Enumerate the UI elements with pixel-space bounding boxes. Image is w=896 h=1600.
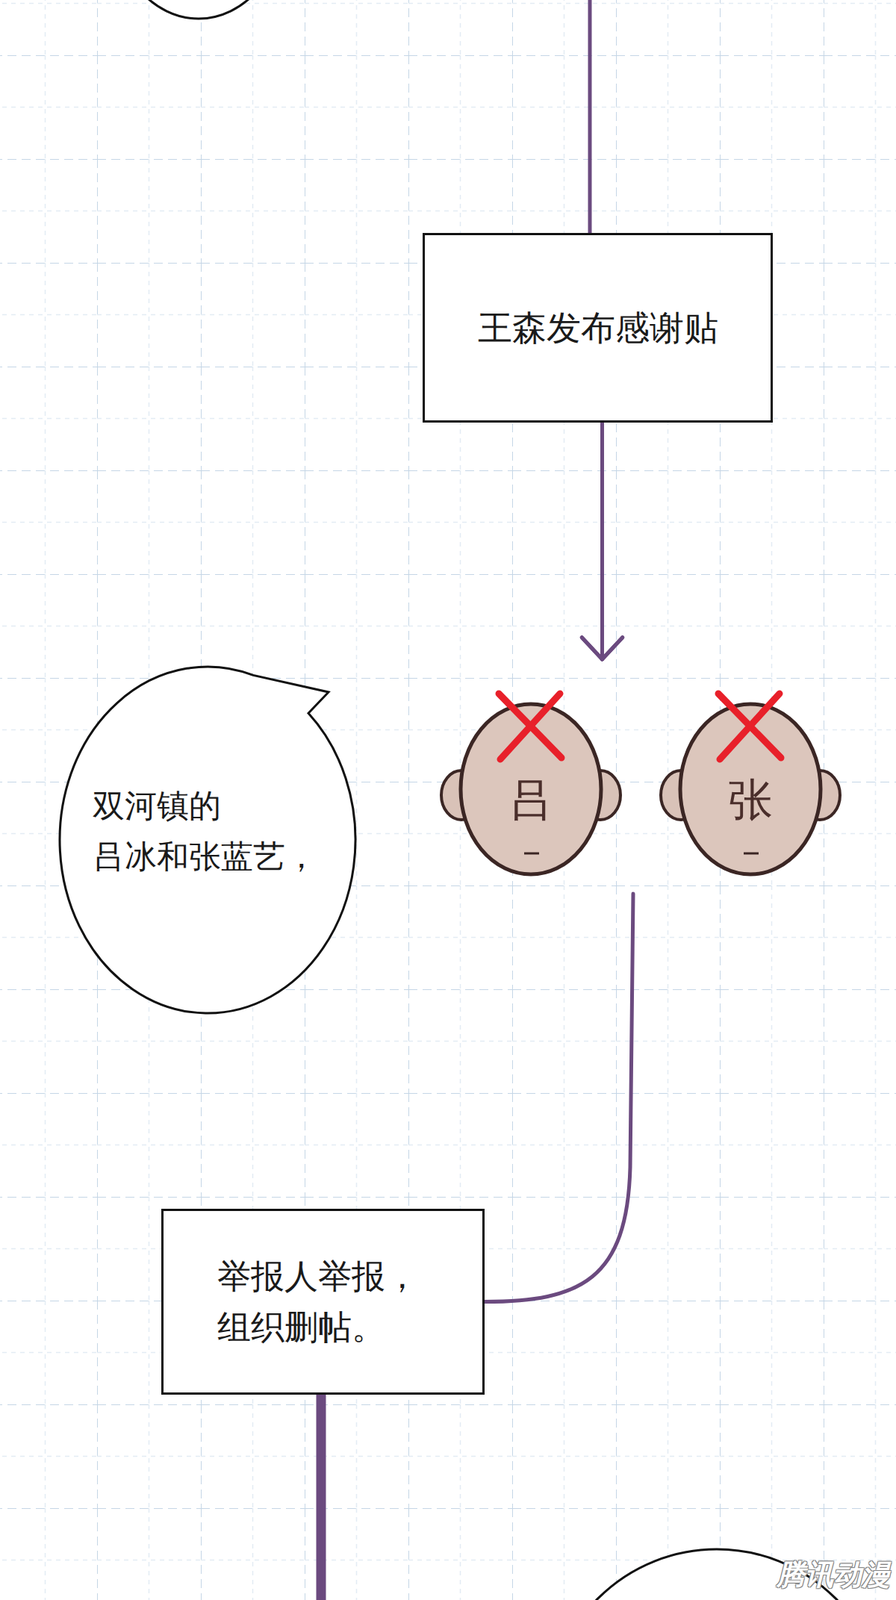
flow-line [588,0,593,235]
person-face: 吕 [430,698,632,878]
face-label: 吕 [430,777,632,823]
process-box: 举报人举报， 组织删帖。 [161,1208,485,1395]
flow-line [316,1393,327,1600]
connector [581,422,623,660]
watermark: 腾讯动漫 [776,1556,891,1595]
bubble-outline [58,653,357,1016]
connector [484,893,634,1303]
node-text: 双河镇的 吕冰和张蓝艺， [92,780,332,882]
node-text: 举报人举报， 组织删帖。 [217,1251,453,1353]
face-label: 张 [649,777,852,823]
partial-bubble [111,0,286,19]
person-face: 张 [649,698,852,878]
speech-bubble: 双河镇的 吕冰和张蓝艺， [58,653,357,1016]
connector [581,422,623,660]
node-text: 王森发布感谢贴 [477,303,719,352]
process-box: 王森发布感谢贴 [422,232,773,423]
